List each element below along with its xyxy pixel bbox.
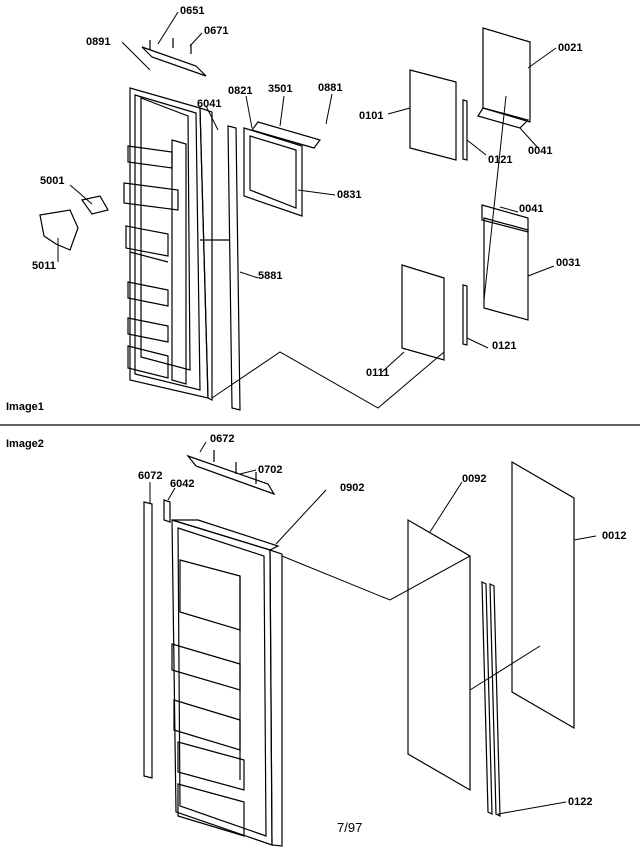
gasket-6072: [144, 502, 152, 778]
callout-0831: 0831: [337, 189, 362, 201]
callout-0041-a: 0041: [528, 145, 553, 157]
callout-0671: 0671: [204, 25, 229, 37]
panel-0092: [408, 520, 470, 790]
callout-0101: 0101: [359, 110, 384, 122]
callout-0891: 0891: [86, 36, 111, 48]
callout-0821: 0821: [228, 85, 253, 97]
callout-6042: 6042: [170, 478, 195, 490]
glass-panel-group-top: [410, 28, 530, 160]
callout-0122: 0122: [568, 796, 593, 808]
dispenser-panel-0821: [244, 122, 320, 216]
callout-0651: 0651: [180, 5, 205, 17]
leader-lines-image1: [58, 12, 556, 408]
section-label-image2: Image2: [6, 438, 44, 450]
callout-0031: 0031: [556, 257, 581, 269]
callout-0121-a: 0121: [488, 154, 513, 166]
callout-5881: 5881: [258, 270, 283, 282]
callout-0672: 0672: [210, 433, 235, 445]
glass-panel-group-bottom: [402, 205, 528, 360]
top-trim-0672: [188, 450, 274, 494]
image1-group: [40, 12, 556, 410]
panel-0012: [512, 462, 574, 728]
callout-0902: 0902: [340, 482, 365, 494]
leader-lines-image2: [150, 442, 596, 814]
callout-0702: 0702: [258, 464, 283, 476]
hinge-6042: [164, 500, 170, 522]
section-label-image1: Image1: [6, 401, 44, 413]
callout-6041: 6041: [197, 98, 222, 110]
callout-6072: 6072: [138, 470, 163, 482]
callout-0881: 0881: [318, 82, 343, 94]
top-trim-0651: [142, 38, 206, 76]
callout-5011: 5011: [32, 260, 56, 272]
footer-date: 7/97: [337, 820, 363, 835]
callout-0121-b: 0121: [492, 340, 517, 352]
image2-group: [144, 442, 596, 846]
callout-0021: 0021: [558, 42, 583, 54]
callout-3501: 3501: [268, 83, 293, 95]
dispenser-parts-5001-5011: [40, 196, 108, 250]
fresh-food-door-image2: [172, 520, 282, 846]
callout-0012: 0012: [602, 530, 627, 542]
callout-0041-b: 0041: [519, 203, 544, 215]
freezer-door-image1: [124, 88, 230, 400]
gasket-5881: [228, 126, 240, 410]
callout-0092: 0092: [462, 473, 487, 485]
callout-0111: 0111: [366, 367, 390, 379]
callout-5001: 5001: [40, 175, 65, 187]
strips-0122: [482, 582, 500, 816]
